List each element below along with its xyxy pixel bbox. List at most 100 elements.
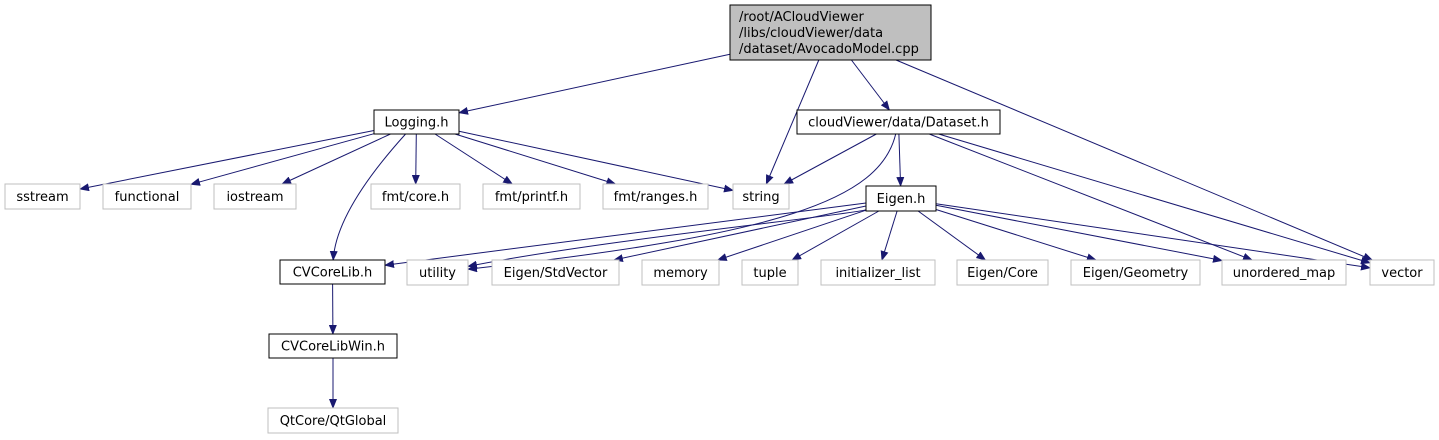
edge-eigen-to-memory: [716, 209, 867, 261]
node-label: initializer_list: [835, 266, 920, 281]
node-cvcorelib[interactable]: CVCoreLib.h: [279, 259, 386, 285]
edge-eigen-to-unordered_map: [935, 204, 1223, 263]
edge-dataset-to-vector: [938, 133, 1371, 265]
node-box: [641, 259, 720, 286]
node-box: [1221, 259, 1347, 286]
node-label: /libs/cloudViewer/data: [739, 26, 883, 41]
edge-eigen-to-eigen_core: [917, 210, 987, 261]
edge-root-to-dataset: [851, 59, 891, 111]
node-label: fmt/ranges.h: [614, 190, 698, 205]
edge-logging-to-iostream: [281, 133, 391, 185]
edge-dataset-to-utility: [467, 133, 897, 273]
node-label: tuple: [753, 266, 786, 281]
node-box: [741, 259, 799, 286]
node-label: Eigen/Geometry: [1083, 266, 1189, 281]
edge-logging-to-fmt_printf: [434, 133, 514, 185]
node-label: memory: [653, 266, 708, 281]
node-box: [370, 183, 461, 210]
node-box: [213, 183, 297, 210]
node-eigen[interactable]: Eigen.h: [865, 185, 937, 212]
node-box: [1070, 259, 1201, 286]
edge-dataset-to-string: [783, 133, 877, 185]
node-box: [796, 109, 1001, 135]
edge-root-to-string: [765, 59, 820, 185]
node-box: [602, 183, 709, 210]
edge-logging-to-fmt_core: [411, 133, 420, 185]
node-box: [4, 183, 81, 210]
node-box: [102, 183, 192, 210]
node-sstream: sstream: [4, 183, 81, 210]
node-box: [268, 333, 398, 359]
node-label: iostream: [226, 190, 283, 205]
node-eigen-geometry: Eigen/Geometry: [1070, 259, 1201, 286]
edge-eigen-to-cvcorelib: [384, 202, 867, 269]
node-tuple: tuple: [741, 259, 799, 286]
node-initializer-list: initializer_list: [820, 259, 936, 286]
node-label: unordered_map: [1233, 266, 1336, 281]
edge-logging-to-string: [458, 130, 734, 193]
node-label: Eigen/StdVector: [504, 266, 608, 281]
node-box: [279, 259, 386, 285]
node-box: [820, 259, 936, 286]
node-eigen-stdvector: Eigen/StdVector: [491, 259, 620, 286]
node-string: string: [732, 183, 790, 210]
node-cvcorelibwin[interactable]: CVCoreLibWin.h: [268, 333, 398, 359]
node-label: string: [742, 190, 779, 205]
node-box: [1369, 259, 1435, 286]
node-fmt-core: fmt/core.h: [370, 183, 461, 210]
edge-logging-to-fmt_ranges: [454, 133, 617, 186]
node-vector: vector: [1369, 259, 1435, 286]
node-functional: functional: [102, 183, 192, 210]
edge-eigen-to-utility: [467, 209, 867, 269]
node-label: utility: [419, 266, 456, 281]
node-fmt-ranges: fmt/ranges.h: [602, 183, 709, 210]
node-label: Eigen/Core: [967, 266, 1038, 281]
node-box: [491, 259, 620, 286]
node-label: /dataset/AvocadoModel.cpp: [739, 42, 919, 57]
node-root[interactable]: /root/ACloudViewer/libs/cloudViewer/data…: [729, 4, 932, 61]
node-label: /root/ACloudViewer: [739, 10, 864, 25]
node-logging[interactable]: Logging.h: [373, 109, 460, 135]
edge-eigen-to-eigen_geometry: [935, 209, 1097, 262]
node-label: Eigen.h: [877, 192, 926, 207]
edge-dataset-to-eigen: [896, 133, 905, 187]
node-label: vector: [1381, 266, 1423, 281]
node-box: [267, 407, 399, 434]
edge-root-to-vector: [895, 59, 1374, 261]
node-utility: utility: [406, 259, 469, 286]
nodes-layer: /root/ACloudViewer/libs/cloudViewer/data…: [4, 4, 1435, 434]
node-label: fmt/printf.h: [495, 190, 568, 205]
edge-eigen-to-vector: [935, 203, 1371, 271]
node-label: CVCoreLibWin.h: [281, 340, 385, 355]
node-fmt-printf: fmt/printf.h: [482, 183, 581, 210]
node-label: cloudViewer/data/Dataset.h: [808, 116, 989, 131]
edge-dataset-to-unordered_map: [929, 133, 1253, 261]
node-box: [956, 259, 1049, 286]
node-label: sstream: [16, 190, 68, 205]
node-box: [406, 259, 469, 286]
node-unordered-map: unordered_map: [1221, 259, 1347, 286]
edge-root-to-logging: [458, 53, 731, 115]
node-label: CVCoreLib.h: [293, 266, 373, 281]
node-label: QtCore/QtGlobal: [280, 414, 387, 429]
edge-logging-to-functional: [190, 133, 375, 186]
edge-eigen-to-tuple: [791, 210, 880, 261]
node-label: fmt/core.h: [382, 190, 449, 205]
node-box: [373, 109, 460, 135]
edges-layer: [79, 53, 1374, 409]
node-qtglobal: QtCore/QtGlobal: [267, 407, 399, 434]
node-dataset[interactable]: cloudViewer/data/Dataset.h: [796, 109, 1001, 135]
node-memory: memory: [641, 259, 720, 286]
node-box: [482, 183, 581, 210]
node-label: Logging.h: [385, 116, 449, 131]
node-box: [729, 4, 932, 61]
node-label: functional: [115, 190, 180, 205]
edge-eigen-to-eigen_stdvector: [612, 205, 867, 263]
edge-logging-to-cvcorelib: [329, 133, 406, 261]
node-box: [732, 183, 790, 210]
node-eigen-core: Eigen/Core: [956, 259, 1049, 286]
node-box: [865, 185, 937, 212]
node-iostream: iostream: [213, 183, 297, 210]
edge-eigen-to-initializer_list: [880, 210, 898, 261]
